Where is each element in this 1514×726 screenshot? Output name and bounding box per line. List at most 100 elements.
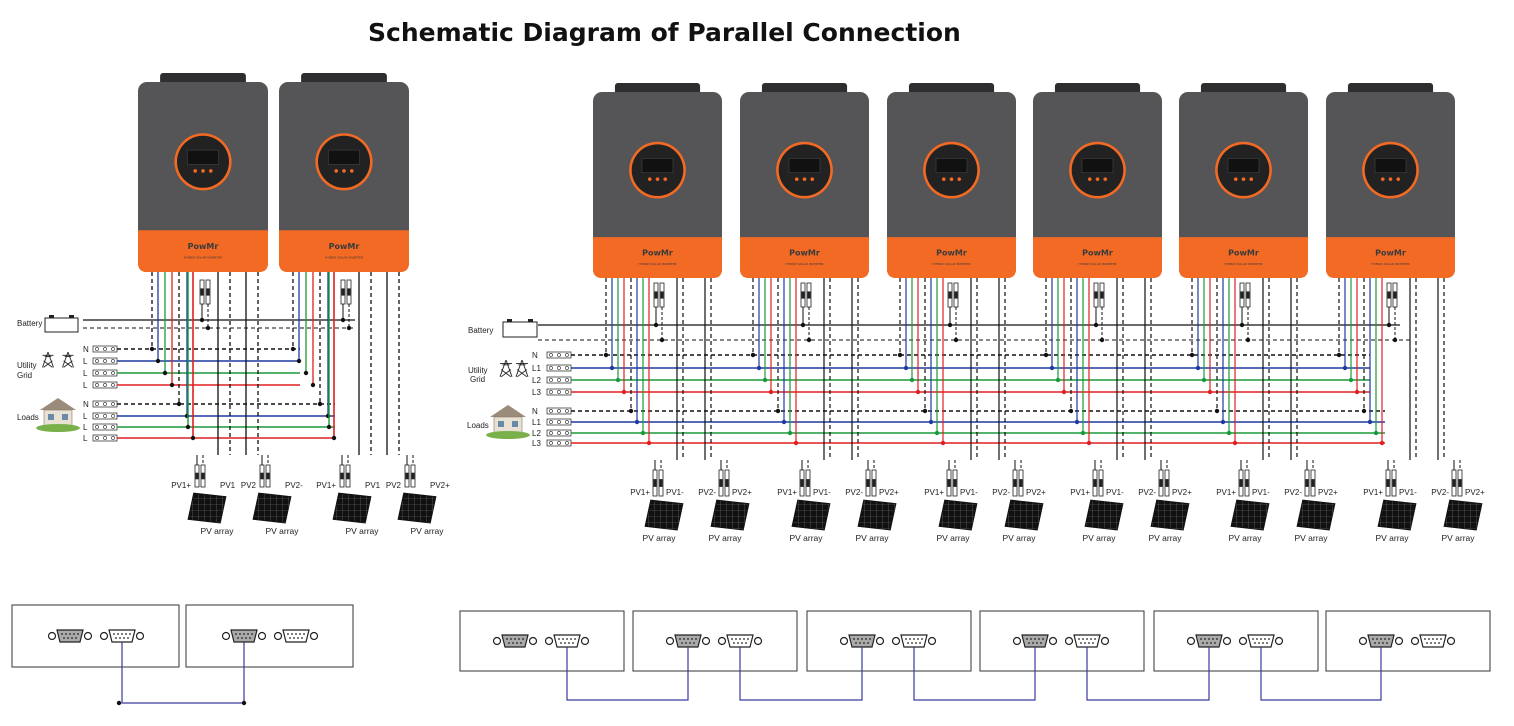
junction-dot bbox=[346, 325, 352, 331]
inverter-bottom-panel bbox=[1326, 237, 1455, 278]
junction-dot bbox=[1099, 337, 1105, 343]
phase-label: L bbox=[83, 357, 88, 366]
terminal-screw bbox=[549, 441, 553, 445]
panel-frame bbox=[806, 610, 972, 672]
breaker-switch bbox=[653, 479, 657, 487]
junction-dot bbox=[290, 346, 296, 352]
junction-dot bbox=[162, 370, 168, 376]
port-screw bbox=[1238, 636, 1248, 646]
terminal-block bbox=[546, 429, 572, 437]
phase-label: L2 bbox=[532, 429, 541, 438]
breaker-switch bbox=[1386, 479, 1390, 487]
junction-dot bbox=[1373, 430, 1379, 436]
breaker bbox=[194, 464, 206, 488]
port-screw bbox=[1274, 636, 1284, 646]
pv-terminal-label: PV2- bbox=[845, 488, 863, 497]
junction-dot bbox=[1055, 377, 1061, 383]
terminal-screw bbox=[557, 366, 561, 370]
pv-terminal-label: PV1+ bbox=[777, 488, 797, 497]
pv-terminal-label: PV1+ bbox=[1363, 488, 1383, 497]
breaker-switch bbox=[195, 472, 199, 480]
phase-label: L1 bbox=[532, 418, 541, 427]
pv-terminal-label: PV1+ bbox=[316, 481, 336, 490]
terminal-screw bbox=[111, 414, 115, 418]
pv-panel bbox=[857, 499, 897, 531]
port-screw bbox=[47, 631, 57, 641]
pv-panel bbox=[1377, 499, 1417, 531]
pv-panel bbox=[1084, 499, 1124, 531]
breaker-switch bbox=[1094, 291, 1098, 299]
terminal-screw bbox=[565, 366, 569, 370]
db9-port bbox=[900, 634, 928, 648]
terminal-block bbox=[92, 412, 118, 420]
inverter-bottom-panel bbox=[1033, 237, 1162, 278]
terminal-screw bbox=[111, 371, 115, 375]
pv-array-label: PV array bbox=[642, 533, 676, 543]
port-screw bbox=[492, 636, 502, 646]
pv-terminal-label: PV1- bbox=[960, 488, 978, 497]
inverter-bottom-panel bbox=[740, 237, 869, 278]
breaker bbox=[259, 464, 271, 488]
breaker-switch bbox=[1239, 479, 1243, 487]
junction-dot bbox=[609, 365, 615, 371]
pv-terminal-label: PV1 bbox=[365, 481, 381, 490]
db9-port bbox=[1367, 634, 1395, 648]
control-button bbox=[655, 177, 660, 181]
pv-terminal-label: PV1- bbox=[666, 488, 684, 497]
lcd-screen bbox=[1227, 158, 1260, 173]
breaker-switch bbox=[1452, 479, 1456, 487]
terminal-screw bbox=[95, 436, 99, 440]
battery-label: Battery bbox=[468, 326, 493, 335]
terminal-screw bbox=[549, 378, 553, 382]
terminal-screw bbox=[549, 409, 553, 413]
terminal-block bbox=[546, 351, 572, 359]
phase-label: L bbox=[83, 434, 88, 443]
breaker-switch bbox=[266, 472, 270, 480]
control-button bbox=[193, 169, 197, 173]
terminal-body bbox=[546, 418, 572, 426]
terminal-screw bbox=[103, 347, 107, 351]
db9-port bbox=[674, 634, 702, 648]
terminal-screw bbox=[557, 353, 561, 357]
pv-array-label: PV array bbox=[1441, 533, 1475, 543]
pv-terminal-label: PV2- bbox=[1284, 488, 1302, 497]
terminal-body bbox=[546, 407, 572, 415]
terminal-screw bbox=[565, 353, 569, 357]
comm-link-cable bbox=[739, 647, 863, 701]
pv-terminal-label: PV1 bbox=[220, 481, 236, 490]
db9-port bbox=[501, 634, 529, 648]
junction-dot bbox=[940, 440, 946, 446]
breaker-switch bbox=[807, 291, 811, 299]
pv-array-label: PV array bbox=[1148, 533, 1182, 543]
port-screw bbox=[1222, 636, 1232, 646]
junction-dot bbox=[1386, 322, 1392, 328]
breaker-switch bbox=[1305, 479, 1309, 487]
junction-dot bbox=[1354, 389, 1360, 395]
port-screw bbox=[309, 631, 319, 641]
junction-dot bbox=[176, 401, 182, 407]
breaker bbox=[339, 464, 351, 488]
breaker bbox=[1239, 282, 1251, 308]
junction-dot bbox=[806, 337, 812, 343]
breaker bbox=[404, 464, 416, 488]
terminal-screw bbox=[103, 371, 107, 375]
control-button bbox=[1249, 177, 1254, 181]
phase-label: L bbox=[83, 381, 88, 390]
comm-port-panel bbox=[11, 604, 180, 668]
control-button bbox=[647, 177, 652, 181]
terminal-screw bbox=[95, 425, 99, 429]
panel-frame bbox=[1153, 610, 1319, 672]
junction-dot bbox=[1086, 440, 1092, 446]
terminal-block bbox=[92, 400, 118, 408]
junction-dot bbox=[953, 337, 959, 343]
junction-dot bbox=[781, 419, 787, 425]
db9-port bbox=[108, 629, 136, 643]
comm-port-panel bbox=[632, 610, 798, 672]
terminal-screw bbox=[111, 425, 115, 429]
junction-dot bbox=[793, 440, 799, 446]
terminal-screw bbox=[111, 347, 115, 351]
port-screw bbox=[544, 636, 554, 646]
pv-array-label: PV array bbox=[265, 526, 299, 536]
breaker bbox=[718, 469, 730, 497]
